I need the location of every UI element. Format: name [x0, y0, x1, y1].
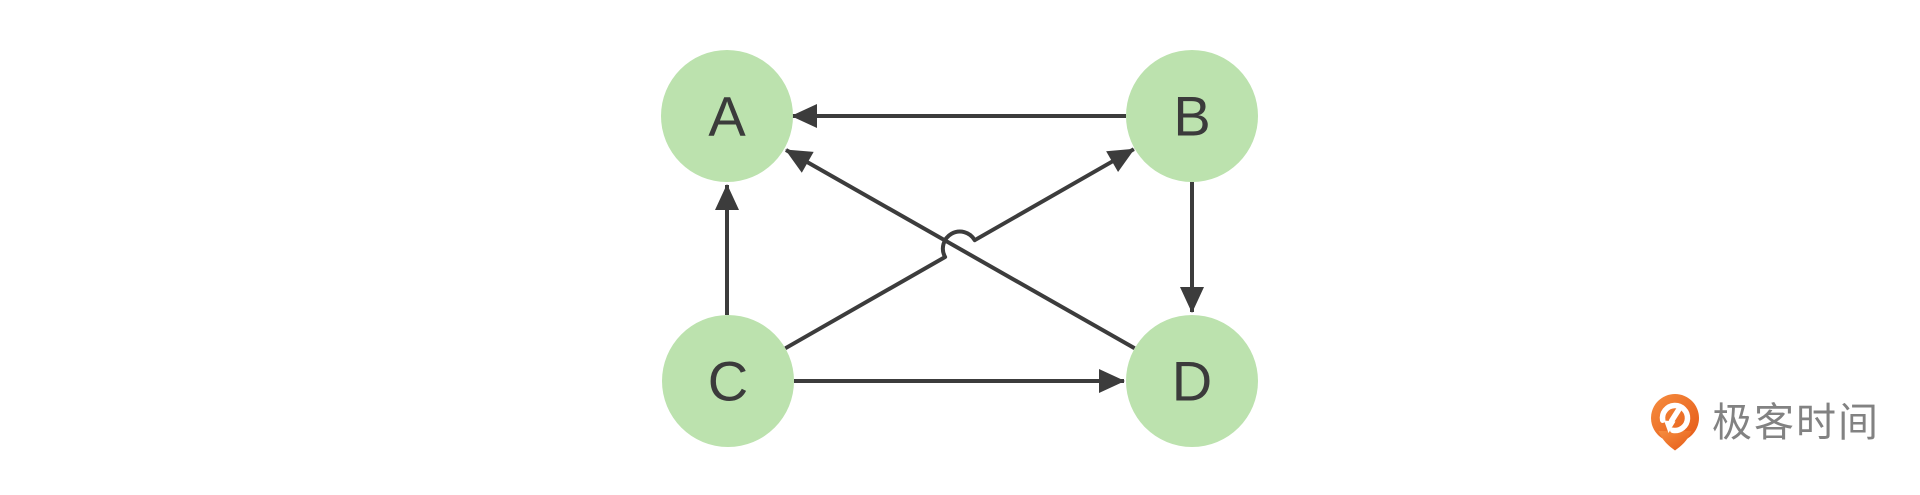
node-a-circle	[661, 50, 793, 182]
logo-text: 极客时间	[1712, 401, 1880, 445]
geektime-logo: 极客时间	[1645, 391, 1880, 455]
geektime-pin-icon	[1651, 394, 1699, 451]
node-c-circle	[662, 315, 794, 447]
edge-group	[715, 104, 1204, 393]
node-c-label: C	[708, 350, 748, 413]
node-a-label: A	[708, 85, 746, 148]
node-b-circle	[1126, 50, 1258, 182]
node-b-label: B	[1173, 85, 1210, 148]
node-d-circle	[1126, 315, 1258, 447]
node-d-label: D	[1172, 350, 1212, 413]
edge-d-to-a	[785, 148, 1136, 351]
node-a: A	[661, 50, 793, 182]
edge-c-to-b-with-hop	[784, 147, 1135, 351]
node-d: D	[1126, 315, 1258, 447]
node-c: C	[662, 315, 794, 447]
node-b: B	[1126, 50, 1258, 182]
